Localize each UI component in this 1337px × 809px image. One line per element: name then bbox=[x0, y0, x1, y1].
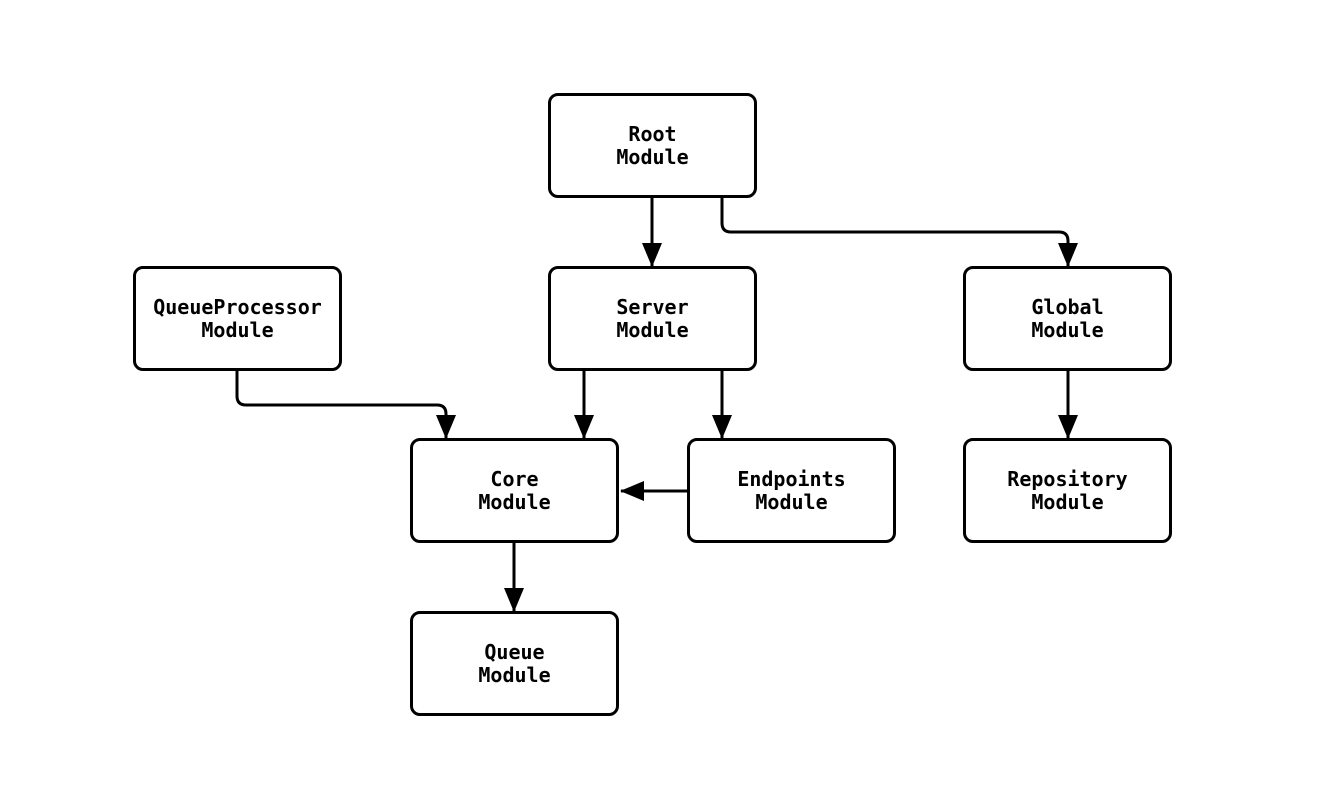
node-label-line: Module bbox=[1031, 317, 1104, 342]
node-label-line: Module bbox=[201, 317, 274, 342]
node-label-line: Module bbox=[755, 489, 828, 514]
node-label-line: Endpoints bbox=[737, 466, 846, 491]
edge-root-to-global bbox=[720, 198, 1078, 267]
edge-queueprocessor-to-core bbox=[235, 371, 456, 439]
node-label-line: Module bbox=[478, 662, 551, 687]
node-label-line: Module bbox=[616, 144, 689, 169]
node-label-line: Module bbox=[1031, 489, 1104, 514]
node-label-line: Module bbox=[478, 489, 551, 514]
node-label-line: Server bbox=[616, 294, 689, 319]
node-label-line: Module bbox=[616, 317, 689, 342]
node-label-line: Repository bbox=[1007, 466, 1128, 491]
node-label-line: QueueProcessor bbox=[153, 294, 322, 319]
node-label-line: Core bbox=[490, 466, 539, 491]
node-label-line: Root bbox=[628, 121, 677, 146]
node-label-line: Global bbox=[1031, 294, 1104, 319]
node-label-line: Queue bbox=[484, 639, 545, 664]
